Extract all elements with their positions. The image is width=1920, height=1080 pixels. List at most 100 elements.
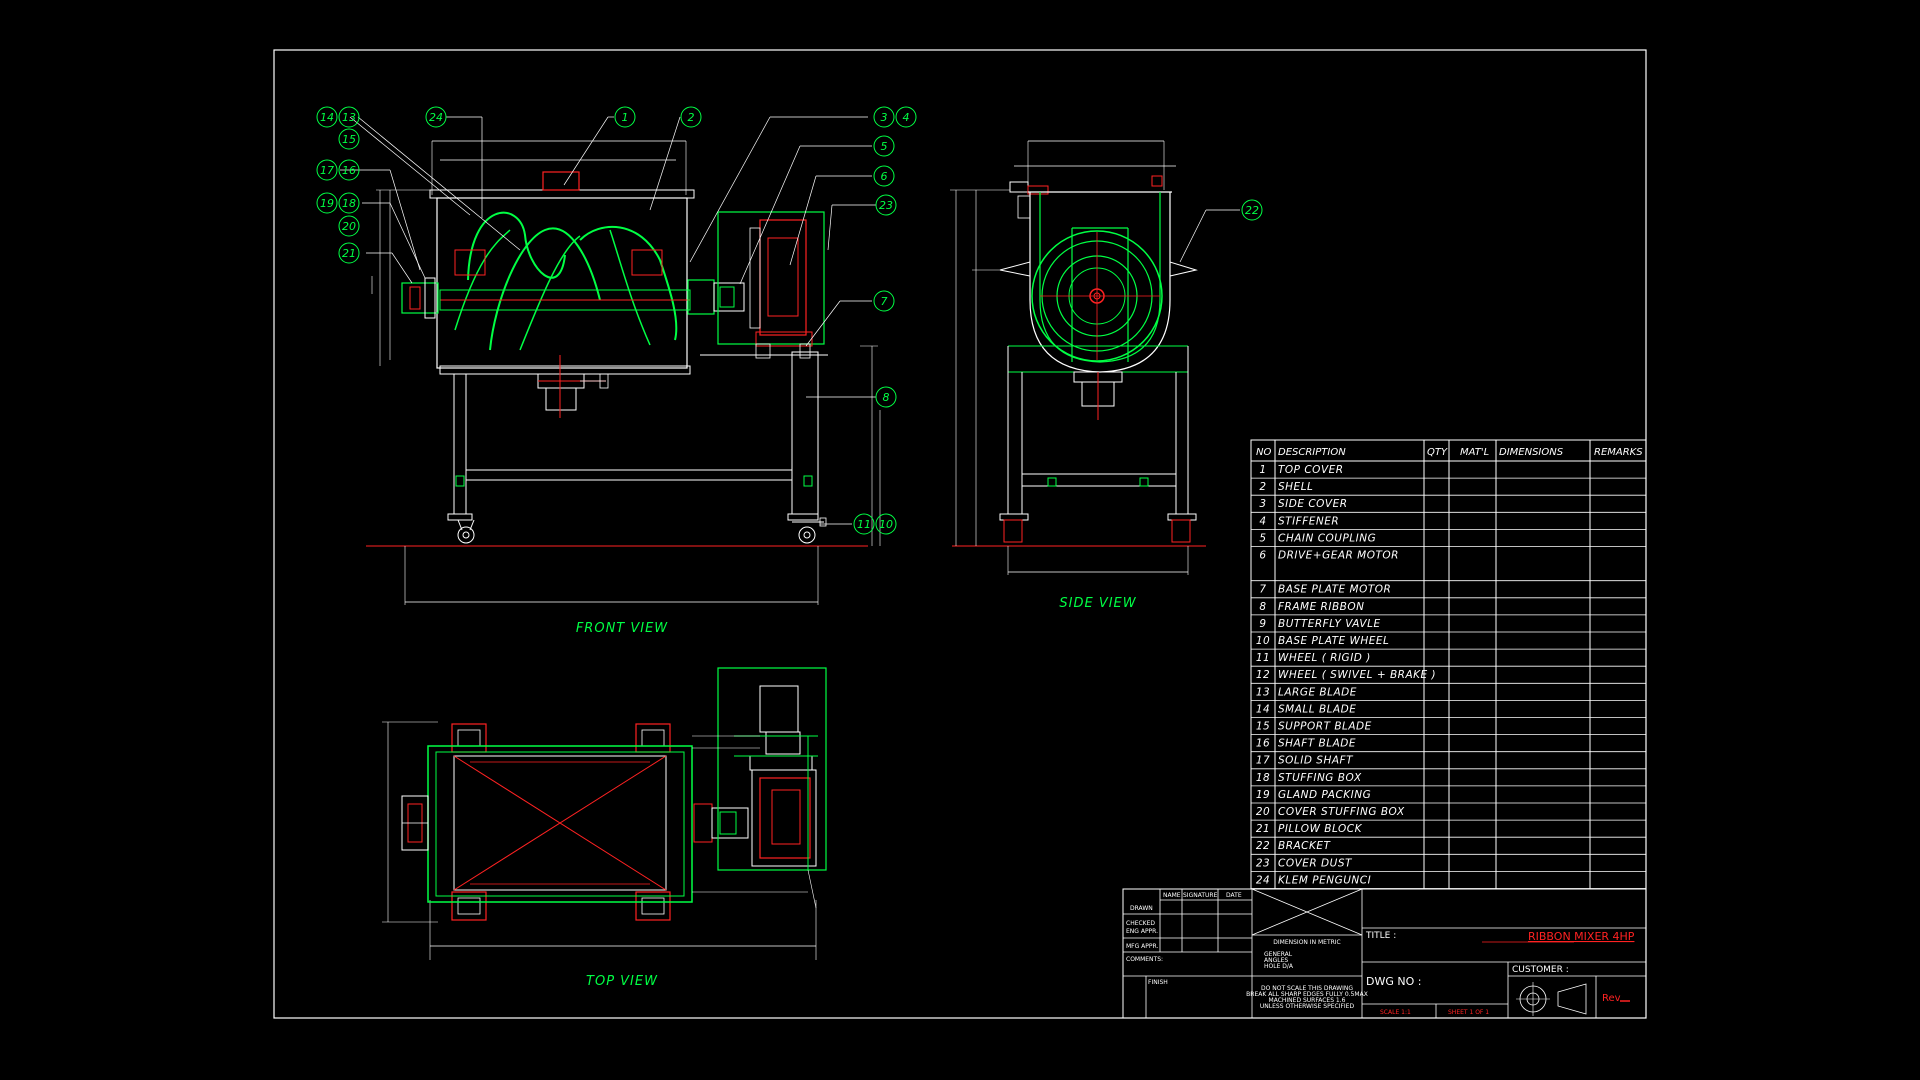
bom-row: 7 BASE PLATE MOTOR xyxy=(1251,584,1646,599)
bom-row-no: 21 xyxy=(1256,823,1270,835)
balloon-13: 13 xyxy=(338,106,360,128)
bom-row-no: 22 xyxy=(1256,840,1270,852)
balloon-20: 20 xyxy=(338,215,360,237)
bom-table: NO DESCRIPTION QTY MAT'L DIMENSIONS REMA… xyxy=(1250,439,1647,890)
bom-row: 14 SMALL BLADE xyxy=(1251,703,1646,718)
balloon-21: 21 xyxy=(338,242,360,264)
bom-header-remarks: REMARKS xyxy=(1594,447,1643,458)
top-view xyxy=(382,667,827,960)
balloon-6: 6 xyxy=(873,165,895,187)
balloon-14: 14 xyxy=(316,106,338,128)
bom-row: 15 SUPPORT BLADE xyxy=(1251,721,1646,735)
svg-text:24: 24 xyxy=(429,111,443,124)
balloon-2: 2 xyxy=(680,106,702,128)
balloon-24: 24 xyxy=(425,106,447,128)
bom-row: 13 LARGE BLADE xyxy=(1251,686,1646,701)
bom-row-no: 16 xyxy=(1256,738,1270,750)
balloon-5: 5 xyxy=(873,135,895,157)
bom-row-description: WHEEL ( RIGID ) xyxy=(1278,652,1371,664)
bom-row-description: SMALL BLADE xyxy=(1278,703,1356,715)
svg-text:20: 20 xyxy=(342,220,356,233)
bom-row-no: 15 xyxy=(1256,721,1270,733)
bom-header-matl: MAT'L xyxy=(1460,447,1489,458)
balloon-15: 15 xyxy=(338,128,360,150)
bom-row-description: BUTTERFLY VAVLE xyxy=(1278,618,1381,630)
top-view-label: TOP VIEW xyxy=(586,974,658,989)
svg-text:18: 18 xyxy=(342,197,356,210)
bom-row-description: SOLID SHAFT xyxy=(1278,755,1354,767)
balloon-17: 17 xyxy=(316,159,338,181)
svg-text:22: 22 xyxy=(1245,204,1259,217)
bom-row: 9 BUTTERFLY VAVLE xyxy=(1251,618,1646,633)
svg-text:15: 15 xyxy=(342,133,356,146)
bom-row: 2 SHELL xyxy=(1251,481,1646,496)
balloon-19: 19 xyxy=(316,192,338,214)
svg-text:19: 19 xyxy=(320,197,334,210)
rev-label: Rev xyxy=(1602,993,1621,1004)
bom-row-description: BASE PLATE MOTOR xyxy=(1278,584,1391,596)
col-signature: SIGNATURE xyxy=(1183,892,1218,899)
bom-row-description: STUFFING BOX xyxy=(1278,772,1362,784)
bom-row-description: CHAIN COUPLING xyxy=(1278,532,1376,544)
svg-text:13: 13 xyxy=(342,111,356,124)
svg-text:2: 2 xyxy=(688,111,695,124)
title-label: TITLE : xyxy=(1365,931,1396,941)
bom-row-no: 13 xyxy=(1256,686,1270,698)
bom-header-qty: QTY xyxy=(1427,447,1448,458)
bom-row-no: 2 xyxy=(1259,481,1266,493)
bom-row-no: 6 xyxy=(1259,550,1266,562)
bom-row-description: STIFFENER xyxy=(1278,515,1339,527)
balloon-10: 10 xyxy=(875,513,897,535)
bom-row-description: SUPPORT BLADE xyxy=(1278,721,1372,733)
front-view xyxy=(340,116,881,605)
balloon-3: 3 xyxy=(873,106,895,128)
col-date: DATE xyxy=(1226,892,1242,899)
sheet-label: SHEET 1 OF 1 xyxy=(1448,1009,1489,1016)
bom-row-no: 19 xyxy=(1256,789,1270,801)
balloon-23: 23 xyxy=(875,194,897,216)
bom-row-description: DRIVE+GEAR MOTOR xyxy=(1278,550,1399,562)
hole-label: HOLE D/A xyxy=(1264,963,1294,970)
bom-row-description: BRACKET xyxy=(1278,840,1332,852)
bom-header-description: DESCRIPTION xyxy=(1278,447,1346,458)
svg-text:10: 10 xyxy=(879,518,893,531)
bom-row: 22 BRACKET xyxy=(1251,840,1646,855)
dwg-no-label: DWG NO : xyxy=(1366,975,1421,988)
bom-row-no: 20 xyxy=(1256,806,1270,818)
dimension-note: DIMENSION IN METRIC xyxy=(1273,939,1340,946)
bom-row-description: LARGE BLADE xyxy=(1278,686,1357,698)
general-label: GENERAL xyxy=(1264,951,1293,958)
bom-row-no: 7 xyxy=(1259,584,1266,596)
mfg-appr-label: MFG APPR. xyxy=(1126,943,1158,950)
bom-row: 17 SOLID SHAFT xyxy=(1251,755,1646,770)
svg-text:16: 16 xyxy=(342,164,356,177)
svg-text:17: 17 xyxy=(320,164,334,177)
note-4: UNLESS OTHERWISE SPECIFIED xyxy=(1260,1003,1355,1010)
bom-row-no: 18 xyxy=(1256,772,1270,784)
svg-text:4: 4 xyxy=(903,111,910,124)
svg-text:5: 5 xyxy=(881,140,888,153)
bom-row-no: 1 xyxy=(1259,464,1266,476)
third-angle-projection-icon xyxy=(1516,982,1587,1016)
bom-row-no: 17 xyxy=(1256,755,1270,767)
bom-header-dimensions: DIMENSIONS xyxy=(1499,447,1564,458)
checked-label: CHECKED xyxy=(1126,920,1155,927)
bom-row-description: WHEEL ( SWIVEL + BRAKE ) xyxy=(1278,669,1436,681)
drawn-label: DRAWN xyxy=(1130,905,1153,912)
bom-row-no: 14 xyxy=(1256,703,1270,715)
bom-row-no: 12 xyxy=(1256,669,1270,681)
svg-text:8: 8 xyxy=(883,391,890,404)
bom-row-no: 9 xyxy=(1259,618,1266,630)
svg-text:1: 1 xyxy=(622,111,629,124)
bom-row-description: SHELL xyxy=(1278,481,1313,493)
bom-row-description: COVER STUFFING BOX xyxy=(1278,806,1405,818)
scale-label: SCALE 1:1 xyxy=(1380,1009,1411,1016)
